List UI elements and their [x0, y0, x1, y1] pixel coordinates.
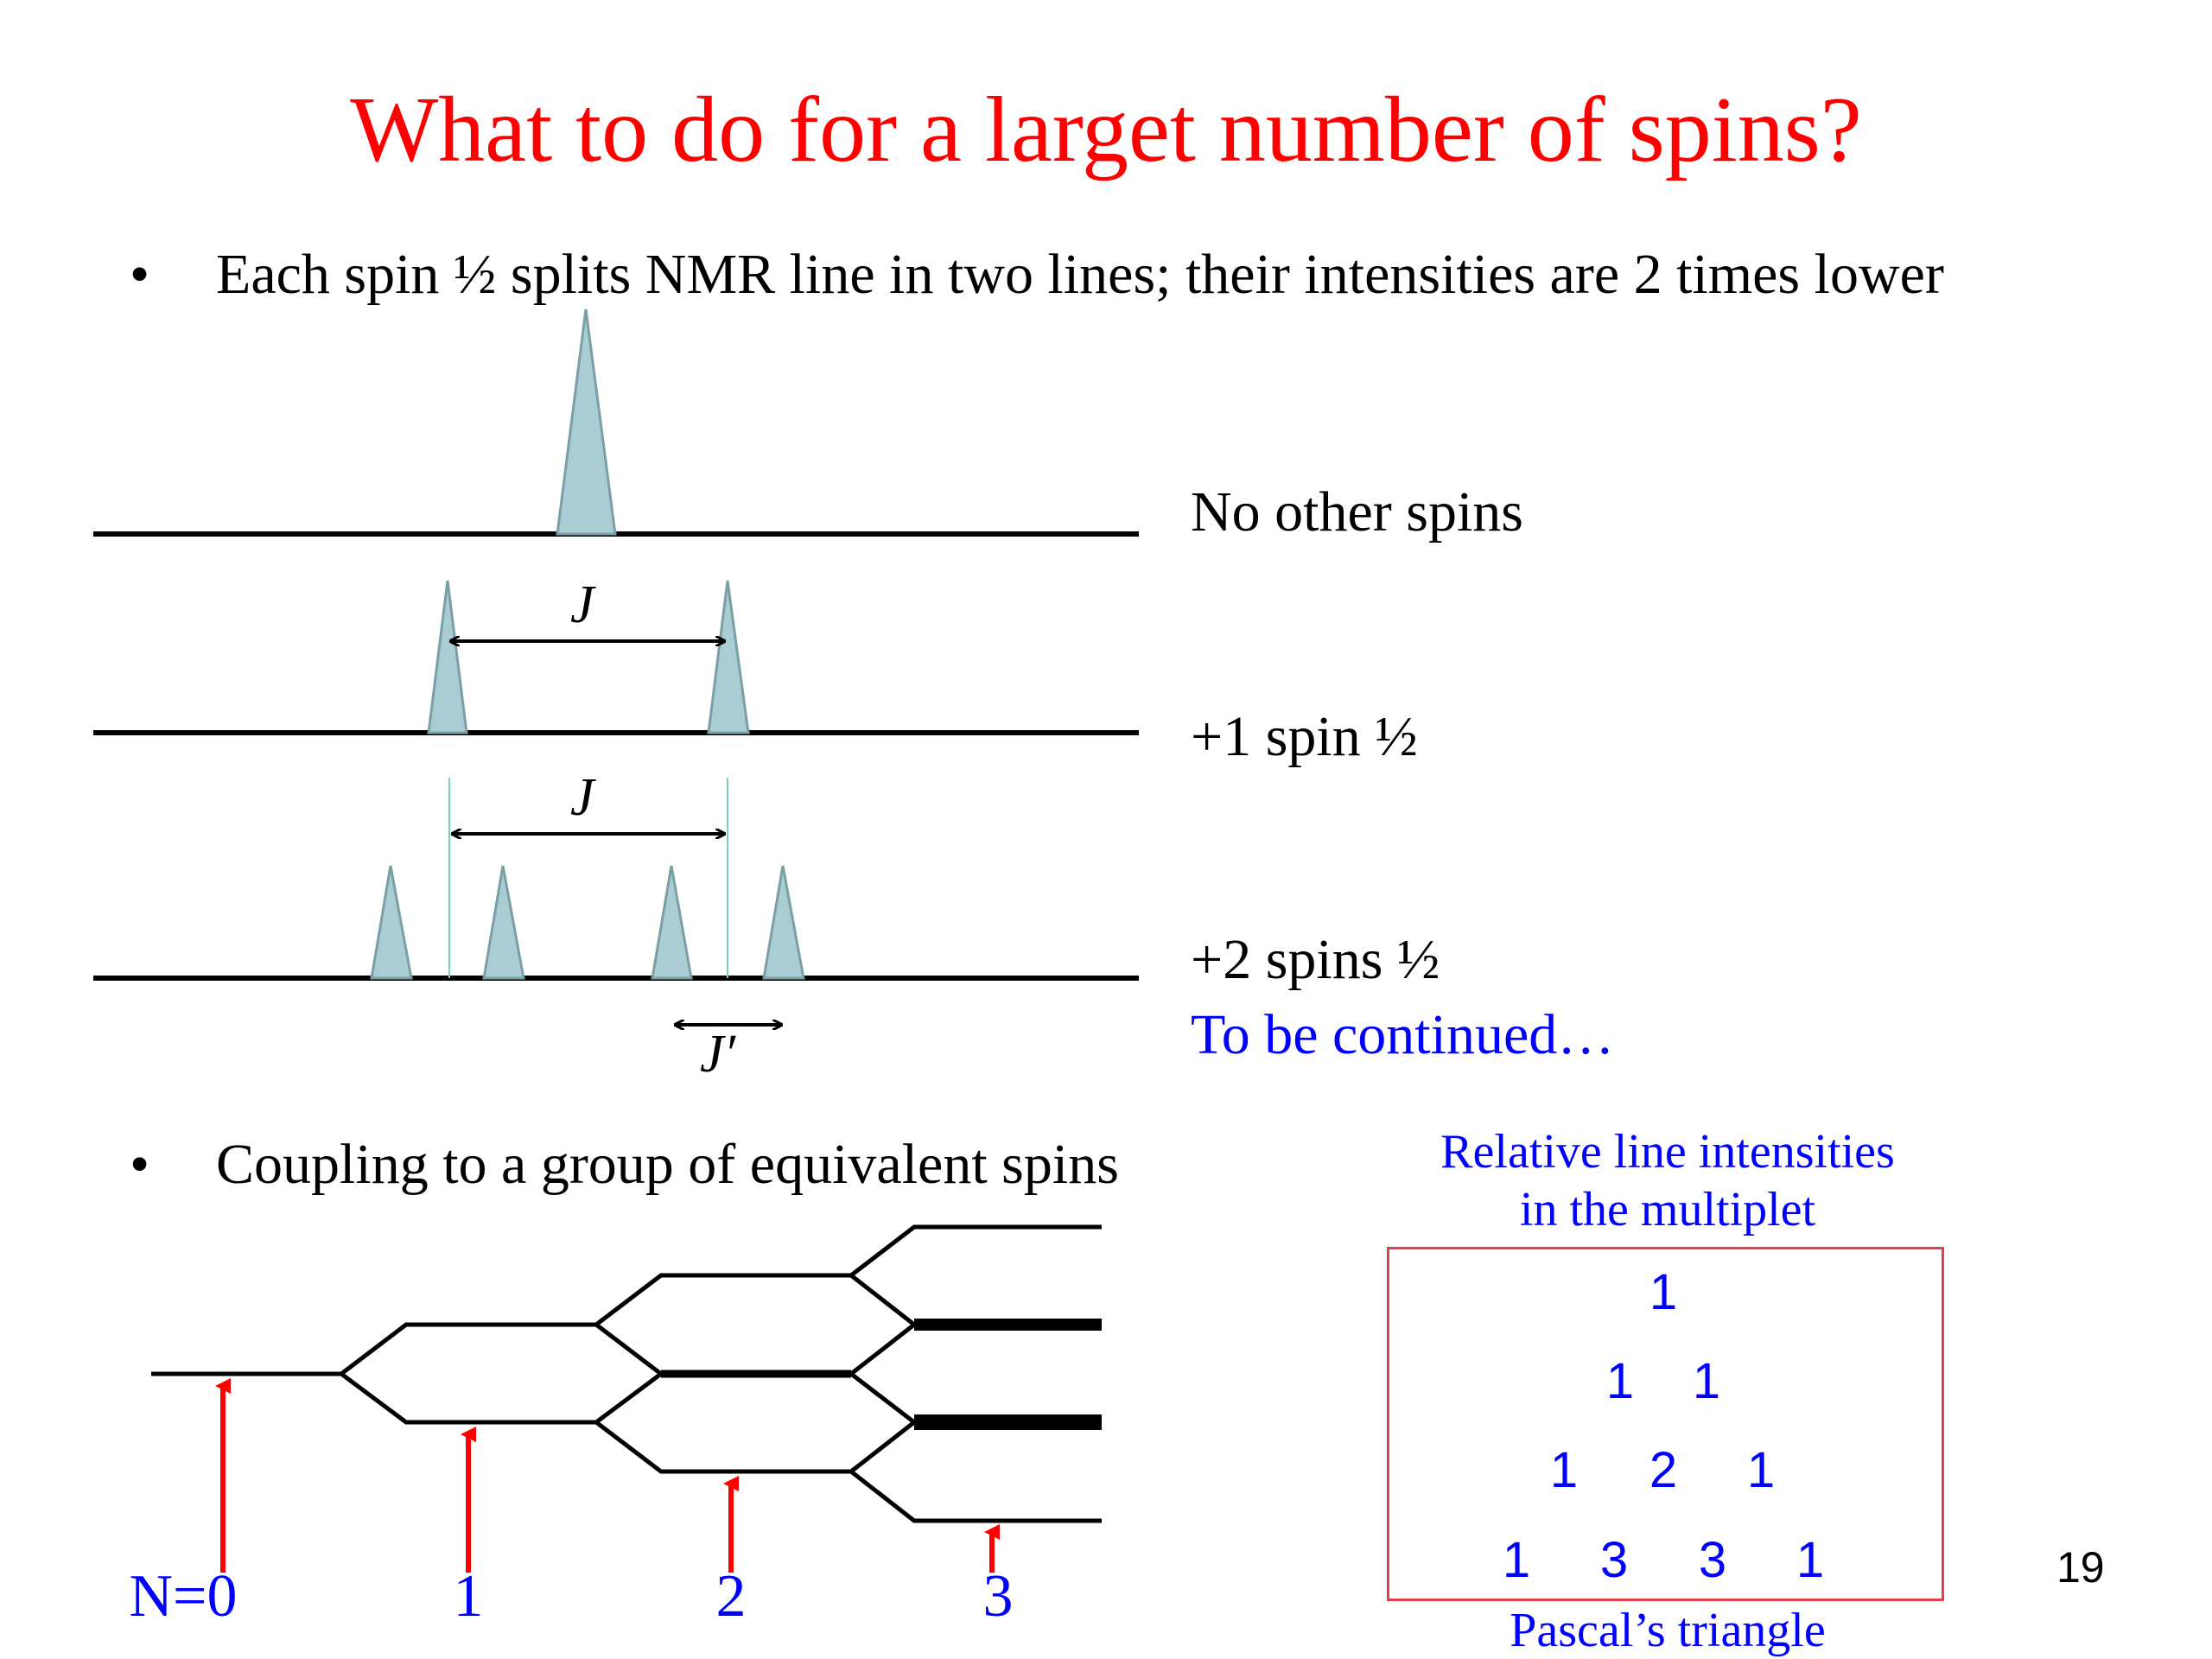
pascal-caption-line1: Relative line intensities — [1440, 1125, 1895, 1179]
pascal-number: 1 — [1692, 1353, 1721, 1409]
pascal-number: 1 — [1649, 1264, 1678, 1320]
bullet-dot-icon: • — [130, 243, 150, 306]
pascal-footer: Pascal’s triangle — [1510, 1604, 1826, 1657]
slide-title: What to do for a larget number of spins? — [350, 79, 1862, 181]
peak-quartet-4 — [762, 865, 805, 980]
spectrum-label-two: +2 spins ½ — [1191, 928, 1440, 991]
bullet-text: Each spin ½ splits NMR line in two lines… — [216, 243, 1944, 306]
coupling-label-j2: J — [570, 768, 594, 827]
pascal-caption: Relative line intensities in the multipl… — [1365, 1123, 1970, 1239]
pascal-number: 3 — [1599, 1532, 1629, 1588]
pascal-number: 1 — [1605, 1353, 1635, 1409]
level-label-3: 3 — [982, 1563, 1014, 1630]
peak-quartet-3 — [651, 865, 693, 980]
bullet-dot-icon: • — [130, 1133, 150, 1196]
level-label-0: N=0 — [129, 1563, 238, 1630]
pascal-number: 1 — [1502, 1532, 1531, 1588]
level-label-2: 2 — [715, 1563, 747, 1630]
page-number: 19 — [2056, 1543, 2105, 1592]
pascal-caption-line2: in the multiplet — [1519, 1183, 1816, 1237]
pascal-number: 2 — [1649, 1442, 1678, 1498]
coupling-label-j: J — [570, 575, 594, 634]
pascal-number: 1 — [1746, 1442, 1776, 1498]
pascal-number: 3 — [1698, 1532, 1727, 1588]
spectrum-label-one: +1 spin ½ — [1191, 705, 1418, 768]
pascal-number: 1 — [1796, 1532, 1825, 1588]
bullet-item-splitting: • Each spin ½ splits NMR line in two line… — [130, 242, 1944, 308]
spectrum-label-none: No other spins — [1191, 480, 1523, 543]
peak-single — [556, 308, 617, 536]
pascal-number: 1 — [1549, 1442, 1579, 1498]
level-label-1: 1 — [453, 1563, 484, 1630]
splitting-tree — [151, 1224, 1102, 1523]
peak-quartet-1 — [370, 865, 413, 980]
pascal-triangle-box — [1387, 1247, 1944, 1601]
bullet-text: Coupling to a group of equivalent spins — [216, 1133, 1119, 1196]
peak-doublet-left — [427, 580, 468, 734]
peak-quartet-2 — [482, 865, 525, 980]
bullet-item-equivalent: • Coupling to a group of equivalent spins — [130, 1132, 1119, 1198]
peak-doublet-right — [707, 580, 750, 734]
coupling-label-jprime: J′ — [700, 1025, 736, 1084]
continued-note: To be continued… — [1191, 1003, 1615, 1066]
